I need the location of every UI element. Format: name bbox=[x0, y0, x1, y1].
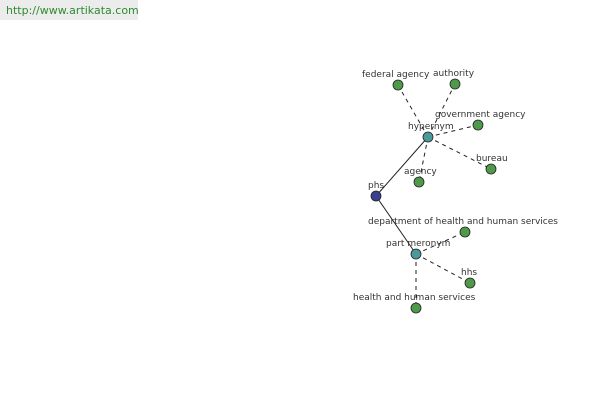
node-marker-agency[interactable] bbox=[413, 176, 425, 188]
node-label-agency: agency bbox=[404, 167, 437, 177]
edge-hypernym-government-agency bbox=[427, 124, 479, 138]
node-authority[interactable]: authority bbox=[433, 69, 475, 90]
node-marker-part-meronym[interactable] bbox=[410, 248, 422, 260]
node-label-hypernym: hypernym bbox=[408, 122, 454, 132]
node-label-part-meronym: part meronym bbox=[386, 239, 450, 249]
node-part-meronym[interactable]: part meronym bbox=[386, 239, 450, 260]
node-marker-government-agency[interactable] bbox=[472, 119, 484, 131]
node-marker-phs[interactable] bbox=[370, 190, 382, 202]
node-dept-hhs[interactable]: department of health and human services bbox=[368, 217, 558, 238]
node-hypernym[interactable]: hypernym bbox=[408, 122, 454, 143]
edge-part-meronym-hhs bbox=[415, 253, 471, 284]
node-label-government-agency: government agency bbox=[435, 110, 526, 120]
node-hhs[interactable]: hhs bbox=[461, 268, 477, 289]
edge-hypernym-bureau bbox=[427, 136, 492, 170]
node-agency[interactable]: agency bbox=[404, 167, 437, 188]
node-label-hhs: hhs bbox=[461, 268, 477, 278]
edge-part-meronym-dept-hhs bbox=[415, 231, 466, 255]
node-label-health-human-services: health and human services bbox=[353, 293, 476, 303]
node-label-authority: authority bbox=[433, 69, 475, 79]
node-marker-hhs[interactable] bbox=[464, 277, 476, 289]
node-marker-bureau[interactable] bbox=[485, 163, 497, 175]
edge-hypernym-federal-agency bbox=[397, 84, 429, 138]
edge-hypernym-authority bbox=[427, 83, 456, 138]
node-marker-health-human-services[interactable] bbox=[410, 302, 422, 314]
node-bureau[interactable]: bureau bbox=[476, 154, 508, 175]
node-label-federal-agency: federal agency bbox=[362, 70, 430, 80]
edges-layer bbox=[375, 83, 492, 308]
url-bar: http://www.artikata.com bbox=[0, 0, 139, 20]
node-label-phs: phs bbox=[368, 181, 384, 191]
edge-phs-hypernym bbox=[375, 136, 429, 197]
node-health-human-services[interactable]: health and human services bbox=[353, 293, 476, 314]
node-marker-federal-agency[interactable] bbox=[392, 79, 404, 91]
site-url-link[interactable]: http://www.artikata.com bbox=[6, 4, 139, 17]
node-federal-agency[interactable]: federal agency bbox=[362, 70, 430, 91]
node-marker-dept-hhs[interactable] bbox=[459, 226, 471, 238]
edge-phs-part-meronym bbox=[375, 195, 417, 255]
node-label-bureau: bureau bbox=[476, 154, 508, 164]
node-marker-authority[interactable] bbox=[449, 78, 461, 90]
node-government-agency[interactable]: government agency bbox=[435, 110, 526, 131]
node-label-dept-hhs: department of health and human services bbox=[368, 217, 558, 227]
node-marker-hypernym[interactable] bbox=[422, 131, 434, 143]
node-phs[interactable]: phs bbox=[368, 181, 384, 202]
